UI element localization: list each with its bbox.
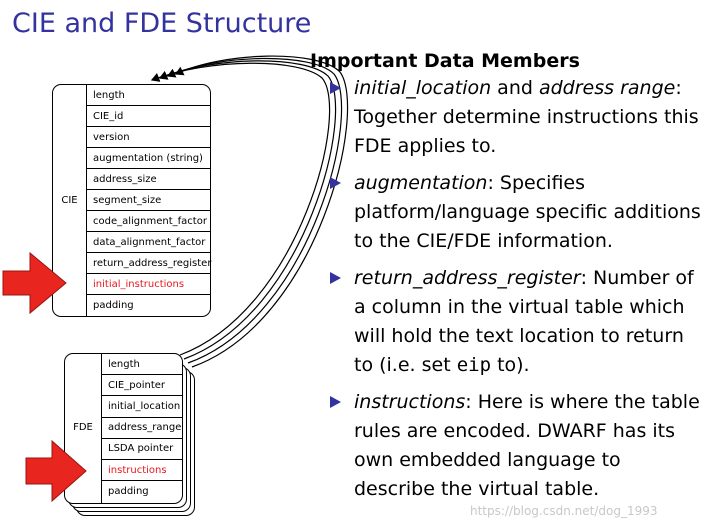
cie-pointer-arrow xyxy=(150,62,331,356)
bullet-text: : Here is where the table rules are enco… xyxy=(354,391,700,500)
bullet-text: eip xyxy=(456,354,492,376)
section-heading: Important Data Members xyxy=(310,50,580,72)
bullet-triangle-icon xyxy=(330,272,341,284)
fde-label: FDE xyxy=(73,422,93,433)
fde-field-row: initial_location xyxy=(102,396,182,418)
fde-field-row: instructions xyxy=(102,460,182,482)
cie-label: CIE xyxy=(61,195,78,206)
fde-field-row: address_range xyxy=(102,418,182,439)
cie-pointer-arrow xyxy=(158,60,337,360)
cie-field-row: padding xyxy=(93,300,134,311)
bullet-triangle-icon xyxy=(330,82,341,94)
slide-title: CIE and FDE Structure xyxy=(12,8,312,39)
bullet-item: return_address_register: Number of a col… xyxy=(330,264,702,380)
cie-field-row: address_size xyxy=(87,169,210,190)
cie-field-row: CIE_id xyxy=(87,106,210,127)
cie-pointer-arrow xyxy=(166,57,343,364)
bullet-text: : Together determine instructions this F… xyxy=(354,77,699,157)
bullet-term: instructions xyxy=(354,391,466,413)
bullet-item: initial_location and address range: Toge… xyxy=(330,74,702,161)
bullet-term: address range xyxy=(538,77,676,99)
red-arrow-cie xyxy=(2,251,67,315)
cie-field-row: augmentation (string) xyxy=(87,148,210,169)
bullet-text: : Specifies platform/language specific a… xyxy=(354,172,701,252)
bullet-term: augmentation xyxy=(354,172,488,194)
bullet-item: augmentation: Specifies platform/languag… xyxy=(330,169,702,256)
cie-field-row: length xyxy=(87,85,210,106)
bullet-text: and xyxy=(491,77,539,99)
fde-field-row: CIE_pointer xyxy=(102,375,182,397)
fde-field-row: length xyxy=(102,354,182,376)
bullet-text: : Number of a column in the virtual tabl… xyxy=(354,267,694,376)
cie-field-row: segment_size xyxy=(87,190,210,211)
fde-field-row: padding xyxy=(108,486,149,498)
bullet-triangle-icon xyxy=(330,396,341,408)
bullet-triangle-icon xyxy=(330,177,341,189)
cie-field-row: code_alignment_factor xyxy=(87,211,210,232)
cie-field-row: return_address_register xyxy=(87,253,211,274)
cie-field-row: data_alignment_factor xyxy=(87,232,210,253)
cie-pointer-arrow xyxy=(174,55,349,368)
cie-field-row: initial_instructions xyxy=(87,274,210,295)
bullet-item: instructions: Here is where the table ru… xyxy=(330,388,702,504)
cie-field-row: version xyxy=(87,127,210,148)
bullet-term: initial_location xyxy=(354,77,492,99)
watermark: https://blog.csdn.net/dog_1993 xyxy=(470,504,658,518)
bullet-term: return_address_register xyxy=(354,267,581,289)
red-arrow-fde xyxy=(25,439,87,503)
fde-field-row: LSDA pointer xyxy=(102,439,182,460)
bullet-list: initial_location and address range: Toge… xyxy=(330,74,702,512)
bullet-text: to). xyxy=(491,354,530,376)
